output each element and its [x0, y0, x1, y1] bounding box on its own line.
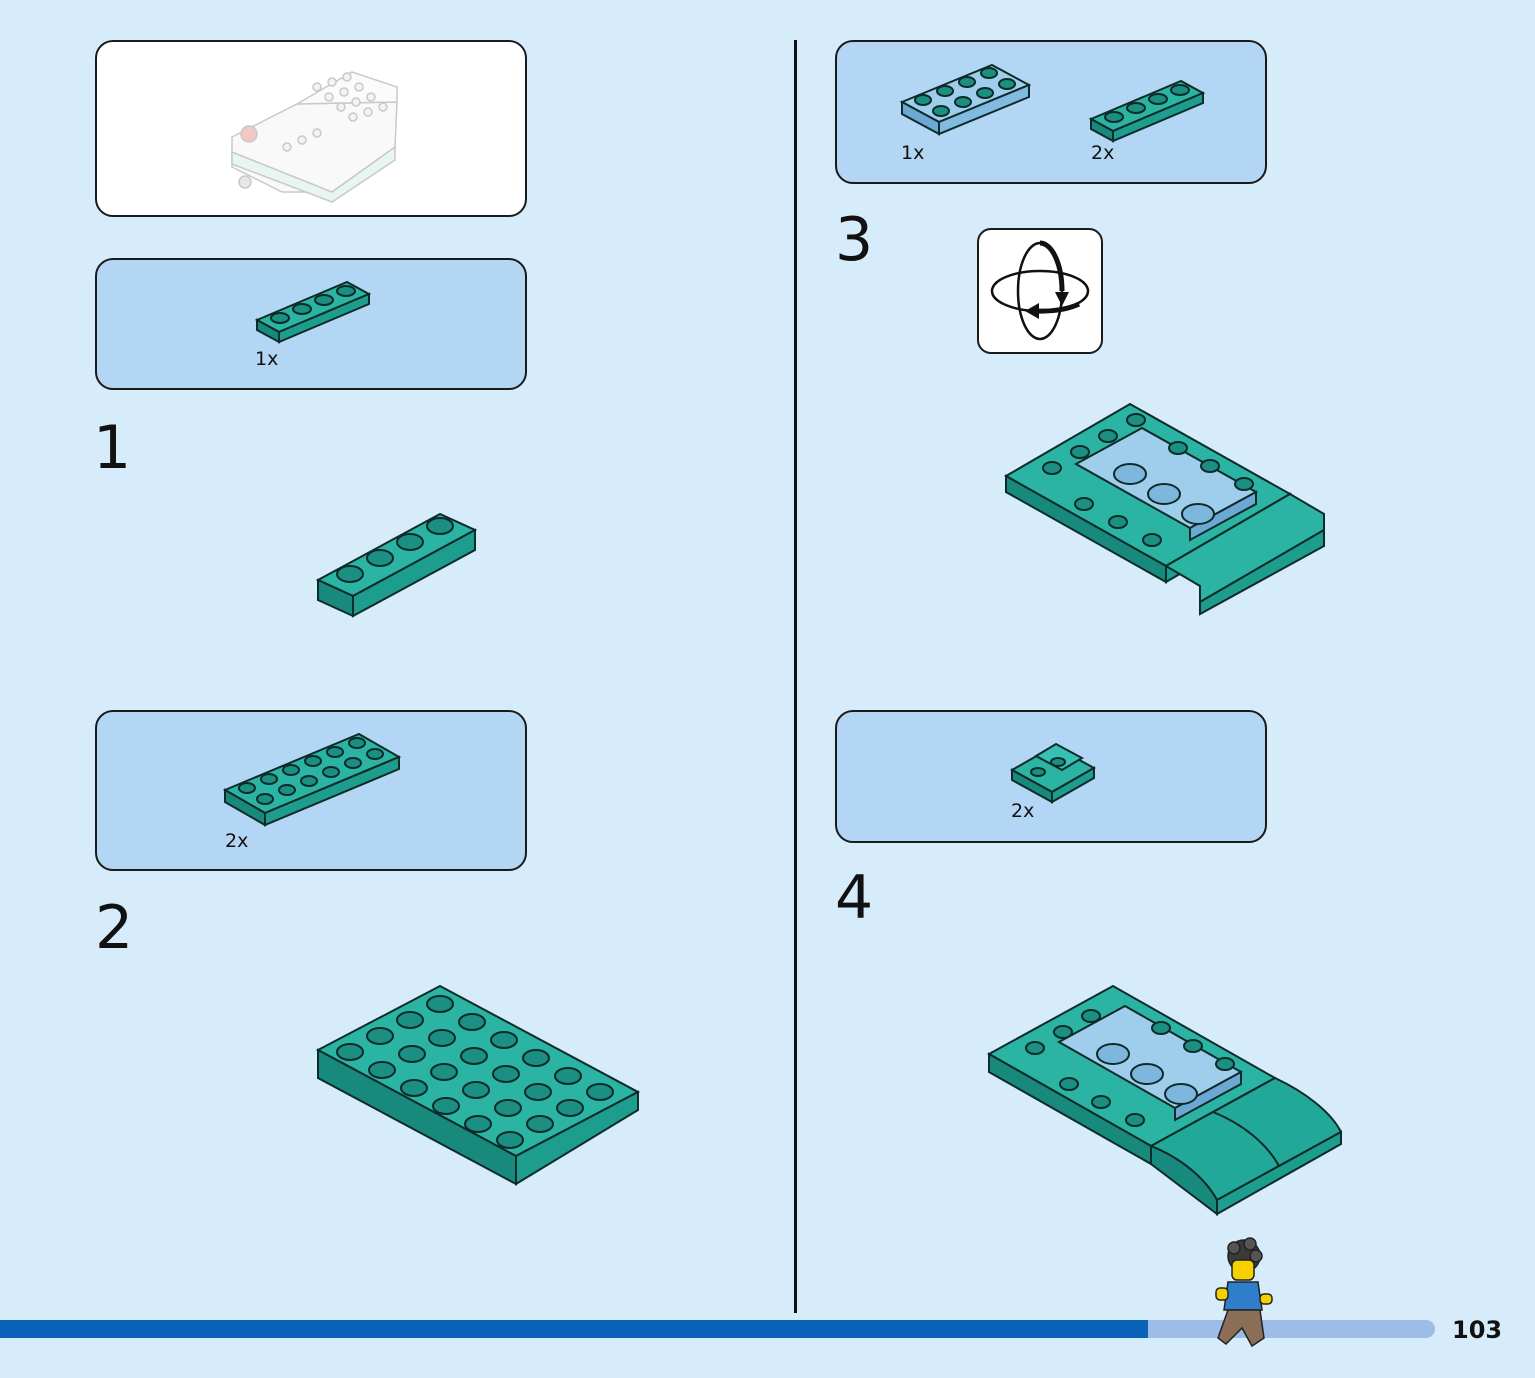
step-3-build-icon	[1003, 402, 1325, 616]
column-divider	[794, 40, 797, 1313]
page-progress-fill	[0, 1320, 1148, 1338]
step-2-build-icon	[315, 984, 641, 1186]
rotate-callout-box	[977, 228, 1103, 354]
part-quantity: 2x	[1011, 800, 1035, 822]
part-quantity: 2x	[225, 830, 249, 852]
step-2-parts-box: 2x	[95, 710, 527, 871]
part-quantity: 1x	[255, 348, 279, 370]
teal-plate-2x6-icon	[222, 732, 402, 827]
step-4-parts-box: 2x	[835, 710, 1267, 843]
page-number: 103	[1452, 1316, 1503, 1344]
step-number: 2	[95, 893, 134, 963]
light-blue-plate-2x4-icon	[899, 63, 1032, 136]
teal-plate-1x4-icon	[1088, 79, 1206, 143]
boat-preview-icon	[231, 71, 398, 203]
teal-plate-1x4-icon	[254, 280, 372, 344]
part-quantity: 1x	[901, 142, 925, 164]
model-preview-box	[95, 40, 527, 217]
rotate-model-icon	[990, 240, 1090, 341]
page-progress-track	[0, 1320, 1435, 1338]
step-number: 4	[835, 863, 874, 933]
teal-curved-slope-icon	[1009, 742, 1097, 804]
step-number: 3	[835, 205, 874, 275]
step-1-build-icon	[315, 512, 478, 618]
part-quantity: 2x	[1091, 142, 1115, 164]
minifigure-icon	[1215, 1237, 1273, 1348]
step-4-build-icon	[986, 984, 1343, 1217]
step-3-parts-box: 1x 2x	[835, 40, 1267, 184]
step-1-parts-box: 1x	[95, 258, 527, 390]
step-number: 1	[93, 413, 132, 483]
